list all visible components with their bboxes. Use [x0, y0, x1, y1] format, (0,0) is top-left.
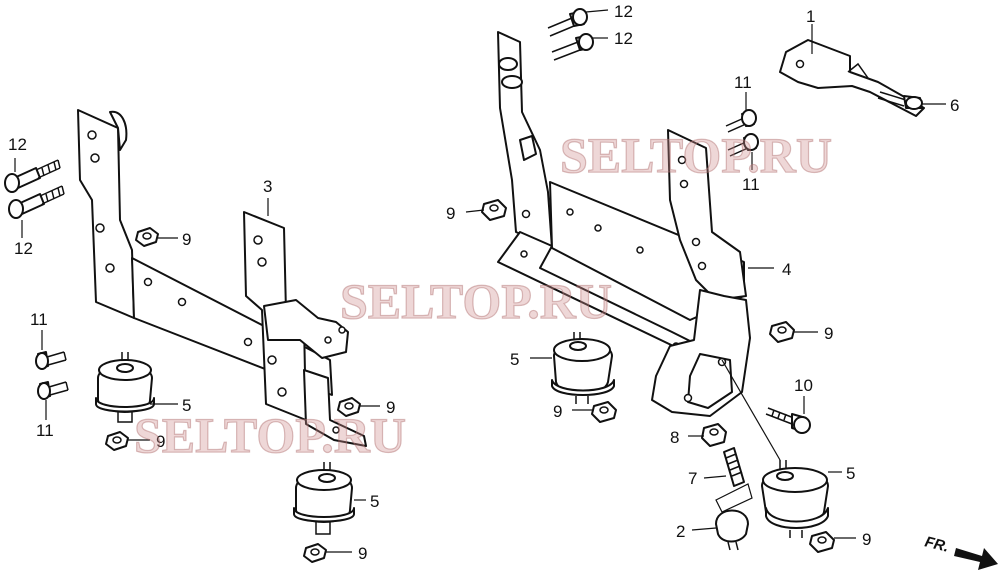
- callout-9-right-upper: 9: [446, 204, 455, 223]
- rubber-mount-5-right-upper: [551, 332, 615, 404]
- callout-10: 10: [794, 376, 813, 395]
- callout-9-right-side: 9: [824, 324, 833, 343]
- callout-9-right-bottom: 9: [862, 530, 871, 549]
- bolt-12-upper-right: [547, 8, 588, 37]
- nut-9-left-mount: [105, 431, 129, 451]
- watermark-center: SELTOP.RU: [340, 273, 612, 329]
- callout-9-left-bottom: 9: [358, 544, 367, 563]
- callout-11-right-upper: 11: [734, 73, 752, 92]
- callout-9-left-upper: 9: [182, 230, 191, 249]
- rubber-mount-5-left-upper: [95, 352, 155, 423]
- callout-9-left-middle: 9: [386, 398, 395, 417]
- callout-11-right-lower: 11: [742, 175, 760, 194]
- callout-4: 4: [782, 260, 791, 279]
- nut-9-right-upper: [481, 199, 507, 221]
- bolt-11-upper-left: [35, 351, 67, 370]
- callout-labels: 12 12 11 11 9 3 5 9 9 5 9 12 12 1 6 11 1…: [8, 2, 959, 563]
- nut-9-left-middle: [337, 397, 361, 417]
- right-bracket-assembly-part-4: [497, 31, 751, 417]
- left-bracket-assembly: [77, 109, 367, 447]
- bolt-10: [765, 407, 811, 434]
- watermark-bottom-left: SELTOP.RU: [134, 407, 406, 463]
- callout-12-left-lower: 12: [14, 239, 33, 258]
- callout-9-left-mount: 9: [156, 432, 165, 451]
- rubber-mount-5-right-lower: [761, 460, 829, 538]
- nut-9-left-bottom: [303, 543, 327, 563]
- watermarks: SELTOP.RU SELTOP.RU SELTOP.RU: [133, 126, 832, 463]
- callout-9-right-mount: 9: [553, 402, 562, 421]
- bolt-6: [877, 91, 923, 110]
- nut-8: [701, 423, 727, 447]
- callout-5-right-lower: 5: [846, 464, 855, 483]
- front-direction-indicator: FR.: [923, 533, 998, 570]
- cap-2: [715, 509, 749, 551]
- callout-5-right-upper: 5: [510, 350, 519, 369]
- callout-1: 1: [806, 7, 815, 26]
- nut-9-left-upper: [135, 227, 159, 247]
- callout-12-right-lower: 12: [614, 29, 633, 48]
- callout-8: 8: [670, 428, 679, 447]
- front-direction-arrow-icon: [954, 548, 998, 570]
- callout-2: 2: [676, 522, 685, 541]
- callout-12-left-upper: 12: [8, 135, 27, 154]
- bolt-12-lower-right: [551, 33, 594, 61]
- rubber-mount-5-left-lower: [293, 462, 355, 535]
- bolt-12-upper-left: [4, 159, 61, 193]
- callout-3: 3: [263, 177, 272, 196]
- callout-11-left-upper: 11: [30, 310, 48, 329]
- stud-7: [715, 447, 753, 513]
- leader-lines: [14, 9, 946, 553]
- nut-9-right-bottom: [809, 531, 835, 553]
- bolt-11-upper-right: [725, 109, 757, 133]
- callout-5-left-lower: 5: [370, 492, 379, 511]
- front-direction-label: FR.: [923, 533, 951, 555]
- nut-9-right-mount: [591, 401, 617, 423]
- bracket-part-1: [779, 39, 925, 117]
- callout-11-left-lower: 11: [36, 421, 54, 440]
- callout-5-left-upper: 5: [182, 396, 191, 415]
- callout-12-right-upper: 12: [614, 2, 633, 21]
- watermark-top-right: SELTOP.RU: [560, 127, 832, 183]
- callout-6: 6: [950, 96, 959, 115]
- bolt-11-lower-left: [37, 381, 69, 400]
- bolt-12-lower-left: [8, 185, 65, 219]
- callout-7: 7: [688, 469, 697, 488]
- nut-9-right-side: [769, 321, 795, 343]
- bolt-11-lower-right: [727, 133, 759, 157]
